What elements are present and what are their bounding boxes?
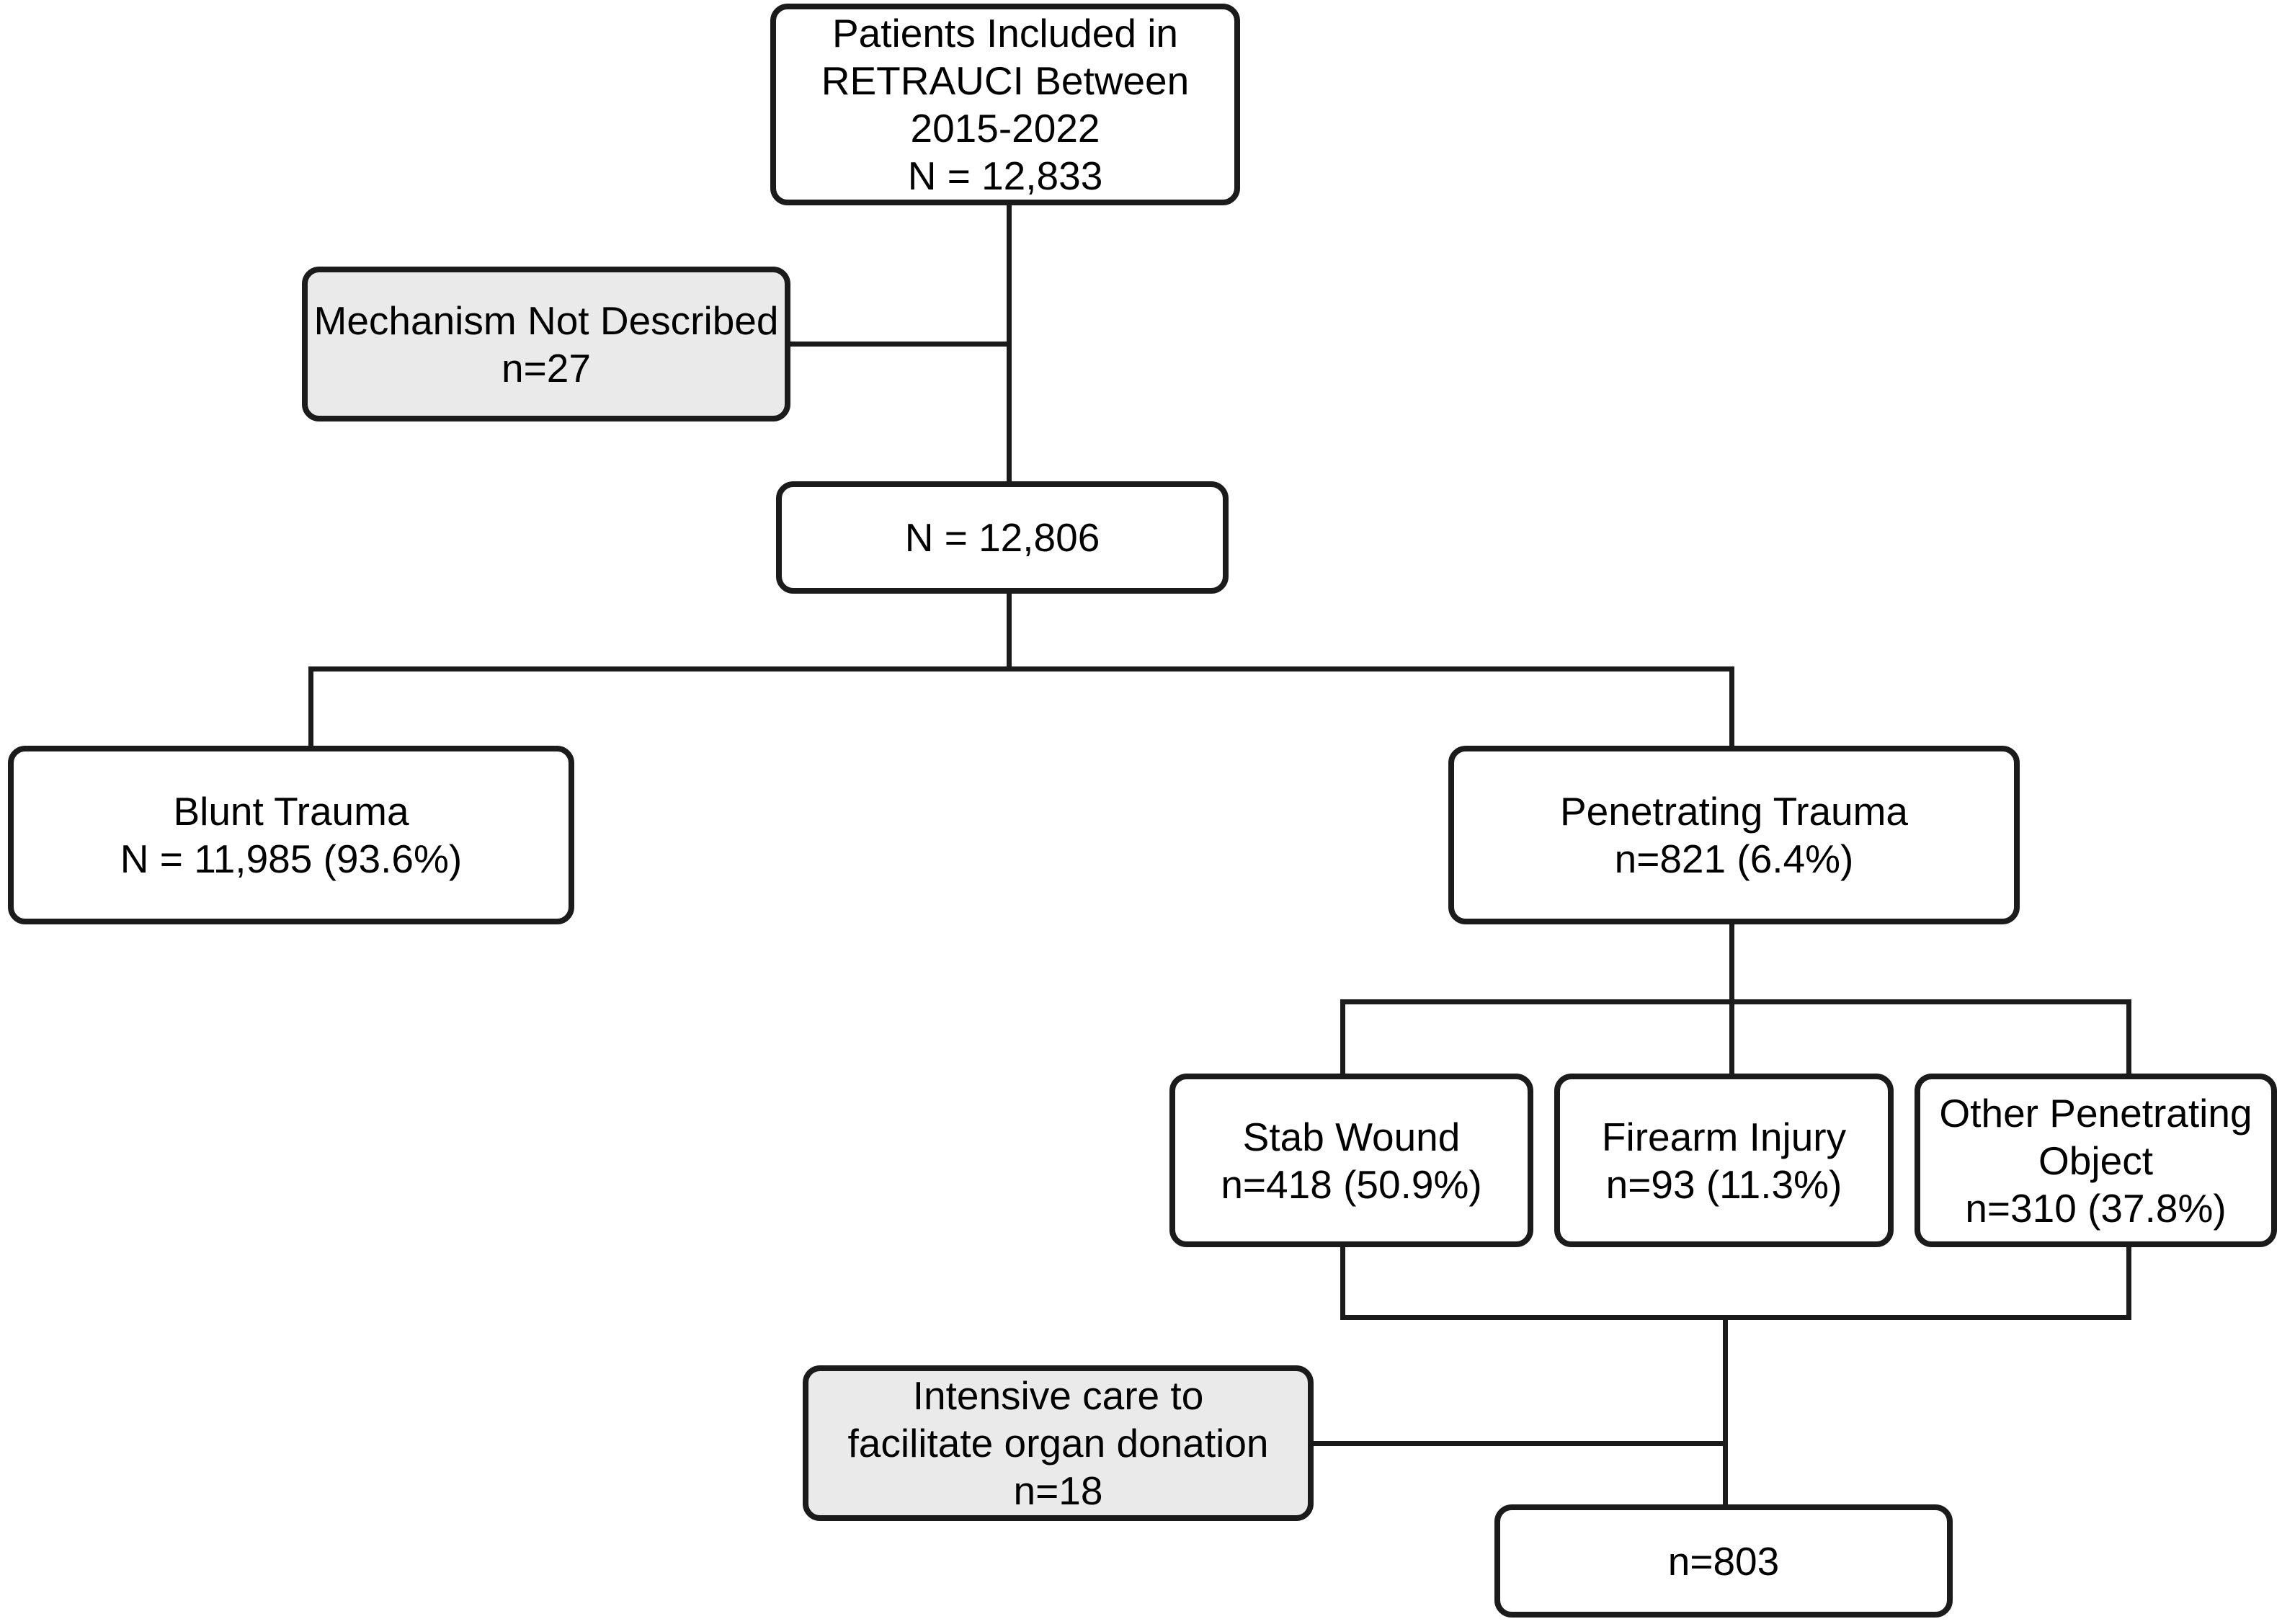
connector-merge-horizontal — [1340, 1315, 2131, 1320]
node-mechanism-not-described: Mechanism Not Described n=27 — [302, 267, 790, 421]
node-patients-included: Patients Included in RETRAUCI Between 20… — [770, 4, 1240, 205]
node-other-penetrating-object: Other Penetrating Object n=310 (37.8%) — [1915, 1074, 2277, 1247]
connector-branch-horizontal — [308, 666, 1734, 672]
node-text: Other Penetrating — [1939, 1090, 2252, 1136]
connector-other-to-merge — [2126, 1244, 2131, 1318]
node-text: RETRAUCI Between — [821, 58, 1190, 103]
node-text: 2015-2022 — [910, 106, 1100, 151]
node-text: n=803 — [1667, 1538, 1780, 1584]
connector-mechanism-side — [785, 342, 1011, 347]
node-text: Intensive care to — [912, 1373, 1204, 1418]
node-text: n=27 — [502, 345, 591, 391]
node-text: N = 11,985 (93.6%) — [120, 836, 463, 881]
node-text: Stab Wound — [1242, 1114, 1461, 1159]
connector-merge-to-final — [1723, 1315, 1728, 1508]
node-after-exclusion-total: N = 12,806 — [776, 481, 1229, 594]
node-text: Firearm Injury — [1601, 1114, 1847, 1159]
connector-drop-firearm — [1729, 999, 1734, 1076]
node-text: Patients Included in — [832, 11, 1179, 55]
node-final-total: n=803 — [1494, 1504, 1953, 1618]
connector-drop-other — [2126, 999, 2131, 1076]
node-text: facilitate organ donation — [847, 1421, 1269, 1465]
node-text: N = 12,806 — [904, 515, 1100, 560]
node-text: Penetrating Trauma — [1559, 789, 1909, 834]
connector-after-to-branch — [1007, 589, 1012, 672]
connector-drop-penetrating — [1729, 666, 1734, 749]
node-text: Blunt Trauma — [173, 789, 409, 834]
node-text: n=821 (6.4%) — [1614, 836, 1854, 881]
node-text: n=418 (50.9%) — [1221, 1161, 1482, 1207]
connector-drop-blunt — [308, 666, 313, 749]
node-text: n=18 — [1013, 1468, 1103, 1513]
node-penetrating-trauma: Penetrating Trauma n=821 (6.4%) — [1448, 746, 2020, 924]
node-firearm-injury: Firearm Injury n=93 (11.3%) — [1554, 1074, 1894, 1247]
connector-organ-donation-side — [1311, 1441, 1728, 1446]
node-stab-wound: Stab Wound n=418 (50.9%) — [1169, 1074, 1533, 1247]
connector-subbranch-horizontal — [1340, 999, 2131, 1004]
node-text: n=93 (11.3%) — [1605, 1161, 1842, 1207]
node-blunt-trauma: Blunt Trauma N = 11,985 (93.6%) — [8, 746, 574, 924]
connector-penetrating-to-subbranch — [1729, 922, 1734, 1004]
connector-drop-stab — [1340, 999, 1345, 1076]
node-text: Mechanism Not Described — [313, 298, 779, 343]
node-text: N = 12,833 — [907, 153, 1103, 198]
node-organ-donation: Intensive care to facilitate organ donat… — [803, 1365, 1314, 1521]
node-text: Object — [2038, 1138, 2153, 1183]
connector-stab-to-merge — [1340, 1244, 1345, 1318]
node-text: n=310 (37.8%) — [1965, 1185, 2227, 1231]
